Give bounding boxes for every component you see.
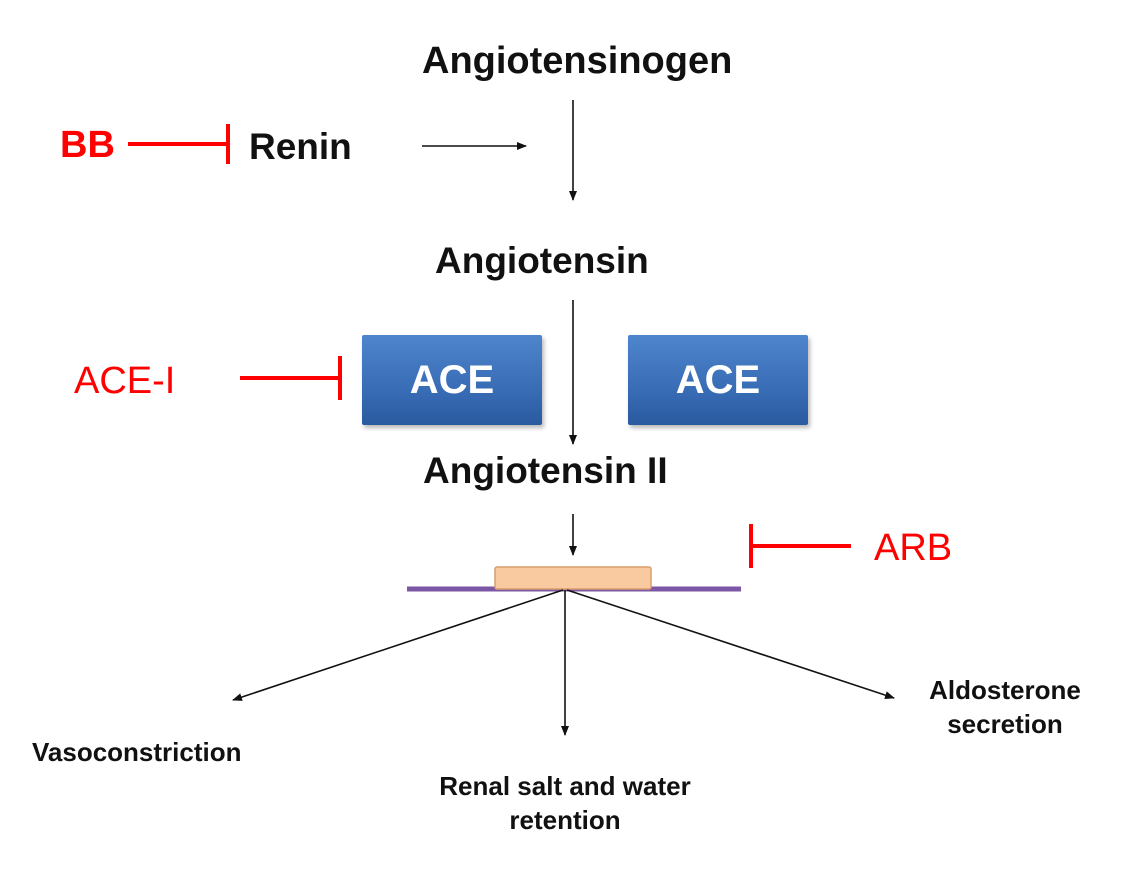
arrow-to-vasoconstriction xyxy=(232,589,564,701)
renal-retention-line-2: retention xyxy=(509,804,621,835)
ace-enzyme-label-right: ACE xyxy=(675,357,761,402)
aldosterone-line-1: Aldosterone xyxy=(929,675,1081,705)
renin-label: Renin xyxy=(249,126,352,167)
angiotensin-label: Angiotensin xyxy=(435,240,649,281)
arb-label: ARB xyxy=(874,527,953,569)
ace-i-inhibition-bar xyxy=(240,356,342,400)
bb-label: BB xyxy=(60,124,115,166)
renal-retention-label: Renal salt and water retention xyxy=(395,770,735,838)
angiotensinogen-label: Angiotensinogen xyxy=(422,40,733,82)
angiotensin-ii-label: Angiotensin II xyxy=(423,450,668,491)
ace-enzyme-box-right: ACE xyxy=(628,335,808,425)
vasoconstriction-label: Vasoconstriction xyxy=(32,737,242,767)
renal-retention-line-1: Renal salt and water xyxy=(439,771,691,801)
at1-receptor xyxy=(494,566,652,590)
ace-enzyme-box-left: ACE xyxy=(362,335,542,425)
aldosterone-secretion-label: Aldosterone secretion xyxy=(900,674,1110,742)
bb-inhibition-bar xyxy=(128,124,230,164)
ace-enzyme-label-left: ACE xyxy=(409,357,495,402)
arb-inhibition-bar xyxy=(749,524,851,568)
ace-i-label: ACE-I xyxy=(74,360,176,402)
aldosterone-line-2: secretion xyxy=(947,708,1063,739)
arrow-to-aldosterone xyxy=(566,589,895,699)
